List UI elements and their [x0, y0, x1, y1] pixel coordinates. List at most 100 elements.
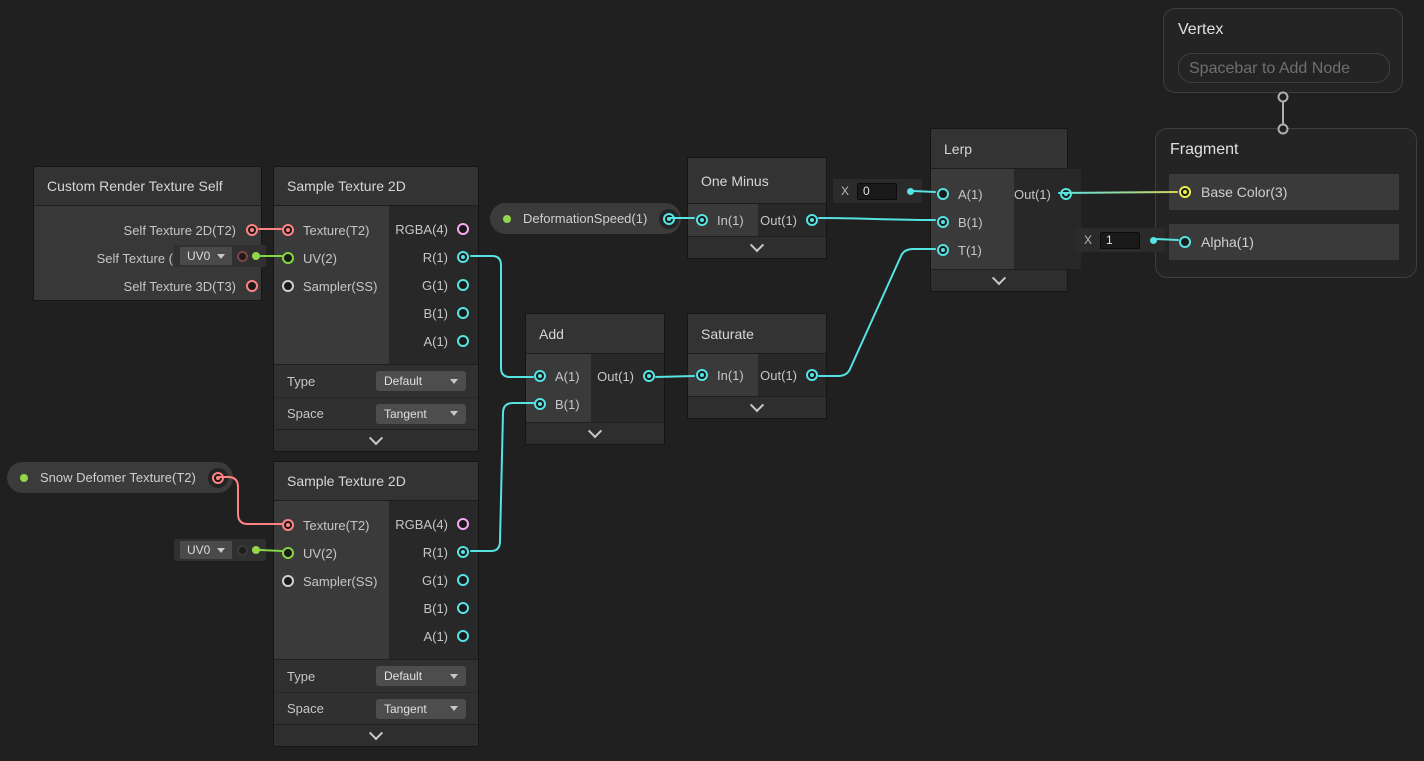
chevron-down-icon	[749, 237, 765, 252]
port-self-texture-3d-output[interactable]	[246, 280, 258, 292]
input-label: UV(2)	[303, 250, 337, 266]
input-label: B(1)	[555, 396, 580, 412]
port-alpha-input[interactable]	[1179, 236, 1191, 248]
port-out[interactable]	[643, 370, 655, 382]
control-label: Space	[287, 406, 324, 421]
property-label: DeformationSpeed(1)	[523, 211, 648, 226]
context-title: Fragment	[1170, 141, 1239, 158]
port-snow-deformer-output[interactable]	[211, 471, 224, 484]
node-sample-texture-2d-2[interactable]: Sample Texture 2D Texture(T2) UV(2) Samp…	[273, 461, 479, 747]
lerp-a-default-value: X 0	[833, 179, 922, 203]
port-deformation-speed-output[interactable]	[663, 212, 676, 225]
input-label: UV(2)	[303, 545, 337, 561]
property-node-deformation-speed[interactable]: DeformationSpeed(1)	[490, 203, 681, 234]
port-out[interactable]	[806, 214, 818, 226]
port-uv-input[interactable]	[282, 252, 294, 264]
wire-r1-to-add-a[interactable]	[470, 255, 534, 378]
port-dot-icon	[252, 546, 260, 554]
property-dot-icon	[20, 473, 28, 482]
port-b-output[interactable]	[457, 307, 469, 319]
port-in[interactable]	[696, 369, 708, 381]
collapse-toggle[interactable]	[274, 724, 478, 746]
type-dropdown[interactable]: Default	[376, 666, 466, 686]
uv-channel-value: UV0	[187, 543, 211, 557]
node-lerp[interactable]: Lerp A(1) B(1) T(1) Out(1)	[930, 128, 1081, 292]
node-title: Saturate	[688, 314, 826, 354]
port-uv-input[interactable]	[282, 547, 294, 559]
node-one-minus[interactable]: One Minus In(1) Out(1)	[687, 157, 827, 259]
port-a-input[interactable]	[534, 370, 546, 382]
node-title-label: Sample Texture 2D	[287, 178, 406, 194]
output-label: RGBA(4)	[395, 516, 448, 532]
collapse-toggle[interactable]	[688, 236, 826, 258]
port-r-output[interactable]	[457, 546, 469, 558]
port-a-output[interactable]	[457, 335, 469, 347]
x-label: X	[1084, 233, 1093, 247]
port-texture-input[interactable]	[282, 519, 294, 531]
port-out[interactable]	[1059, 188, 1072, 200]
wire-saturate-to-lerp-t[interactable]	[818, 248, 936, 377]
port-g-output[interactable]	[457, 279, 469, 291]
port-t-input[interactable]	[937, 244, 949, 256]
collapse-toggle[interactable]	[274, 429, 478, 451]
block-label: Alpha(1)	[1201, 234, 1254, 250]
collapse-toggle[interactable]	[931, 269, 1067, 291]
type-dropdown-value: Default	[384, 669, 423, 683]
port-g-output[interactable]	[457, 574, 469, 586]
port-b-input[interactable]	[534, 398, 546, 410]
port-sampler-input[interactable]	[282, 575, 294, 587]
fragment-context-block[interactable]: Fragment Base Color(3) Alpha(1)	[1155, 128, 1417, 278]
node-sample-texture-2d-1[interactable]: Sample Texture 2D Texture(T2) UV(2) Samp…	[273, 166, 479, 452]
vertex-context-block[interactable]: Vertex Spacebar to Add Node	[1163, 8, 1403, 93]
collapse-toggle[interactable]	[526, 422, 664, 444]
wire-oneminus-to-lerp-b[interactable]	[818, 217, 936, 221]
input-label: Texture(T2)	[303, 517, 370, 533]
port-in[interactable]	[696, 214, 708, 226]
output-label: G(1)	[422, 572, 448, 588]
output-label: A(1)	[423, 333, 448, 349]
node-title-label: Lerp	[944, 140, 973, 157]
space-dropdown[interactable]: Tangent	[376, 698, 466, 719]
spacebar-add-node-hint: Spacebar to Add Node	[1178, 53, 1390, 83]
port-rgba-output[interactable]	[457, 223, 469, 235]
output-label: RGBA(4)	[395, 221, 448, 237]
port-out[interactable]	[806, 369, 818, 381]
port-base-color-input[interactable]	[1179, 186, 1191, 198]
node-title: One Minus	[688, 158, 826, 204]
port-a-input[interactable]	[937, 188, 949, 200]
output-label: A(1)	[423, 628, 448, 644]
property-dot-icon	[503, 214, 511, 223]
uv-channel-dropdown[interactable]: UV0	[180, 541, 233, 559]
uv-channel-dropdown[interactable]: UV0	[180, 247, 233, 265]
space-dropdown[interactable]: Tangent	[376, 403, 466, 424]
port-b-output[interactable]	[457, 602, 469, 614]
property-node-snow-deformer-texture[interactable]: Snow Defomer Texture(T2)	[7, 462, 233, 493]
port-sampler-input[interactable]	[282, 280, 294, 292]
collapse-toggle[interactable]	[688, 396, 826, 418]
input-label: Texture(T2)	[303, 222, 370, 238]
output-label: Self Texture 3D(T3)	[123, 278, 236, 294]
dropdown-arrow-icon	[217, 253, 226, 259]
control-label: Type	[287, 373, 316, 389]
uv-channel-value: UV0	[187, 249, 211, 263]
output-label: R(1)	[422, 544, 448, 560]
node-saturate[interactable]: Saturate In(1) Out(1)	[687, 313, 827, 419]
port-dot-icon	[252, 252, 260, 260]
port-r-output[interactable]	[457, 251, 469, 263]
node-custom-render-texture-self[interactable]: Custom Render Texture Self Self Texture …	[33, 166, 262, 301]
node-title: Custom Render Texture Self	[34, 167, 261, 206]
port-a-output[interactable]	[457, 630, 469, 642]
node-add[interactable]: Add A(1) B(1) Out(1)	[525, 313, 665, 445]
dropdown-arrow-icon	[450, 706, 458, 711]
output-label: Out(1)	[597, 368, 634, 384]
port-rgba-output[interactable]	[457, 518, 469, 530]
base-color-block[interactable]: Base Color(3)	[1169, 174, 1399, 210]
alpha-value-input[interactable]: 1	[1100, 231, 1141, 249]
port-b-input[interactable]	[937, 216, 949, 228]
port-texture-input[interactable]	[282, 224, 294, 236]
alpha-block[interactable]: Alpha(1)	[1169, 224, 1399, 260]
type-dropdown[interactable]: Default	[376, 371, 466, 391]
port-self-texture-2d-output[interactable]	[246, 224, 258, 236]
lerp-a-value-input[interactable]: 0	[857, 182, 898, 200]
